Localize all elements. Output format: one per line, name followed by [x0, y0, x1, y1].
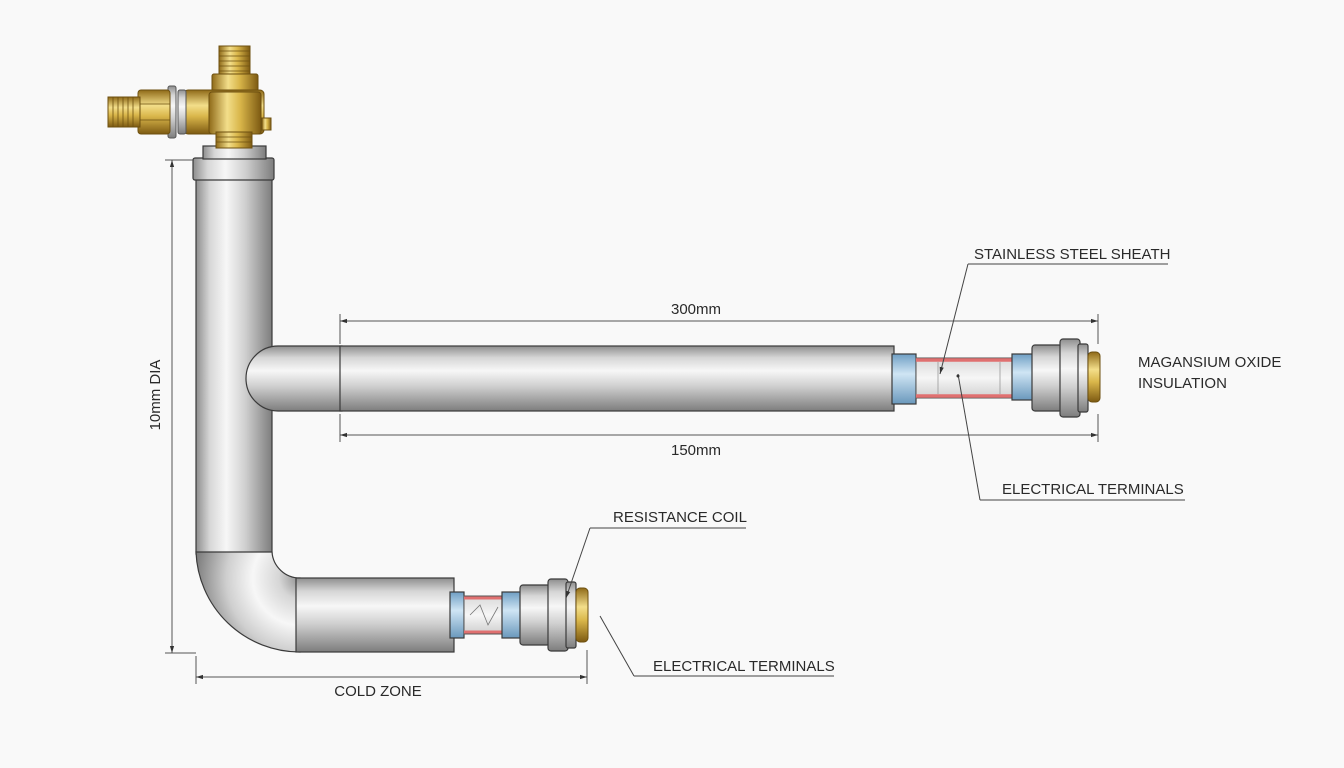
callout-terminals-upper: ELECTRICAL TERMINALS	[1002, 481, 1184, 498]
callout-resistance-coil: RESISTANCE COIL	[613, 509, 747, 526]
callout-terminals-lower: ELECTRICAL TERMINALS	[653, 658, 835, 675]
callout-terminals-lower-leader	[599, 615, 834, 677]
dimension-150mm	[339, 414, 1099, 442]
brass-fitting	[107, 45, 272, 149]
callout-insulation-line2: INSULATION	[1138, 375, 1227, 392]
dimension-label-150mm: 150mm	[671, 442, 721, 459]
bottom-bend	[195, 551, 301, 653]
upper-terminal-assembly	[891, 338, 1101, 418]
callout-terminals-upper-leader	[956, 373, 1185, 501]
dimension-label-diameter: 10mm DIA	[147, 360, 164, 431]
dimension-label-cold-zone: COLD ZONE	[334, 683, 422, 700]
callout-insulation-line1: MAGANSIUM OXIDE	[1138, 354, 1281, 371]
callout-sheath: STAINLESS STEEL SHEATH	[974, 246, 1170, 263]
callout-resistance-coil-leader	[565, 527, 746, 599]
dimension-300mm	[339, 314, 1099, 344]
dimension-label-300mm: 300mm	[671, 301, 721, 318]
dimension-diameter	[165, 159, 196, 654]
bottom-terminal-assembly	[449, 578, 589, 652]
dimension-cold-zone	[195, 650, 588, 684]
horizontal-sheath	[245, 345, 895, 412]
callout-sheath-leader	[939, 263, 1168, 375]
bottom-sheath	[295, 577, 455, 653]
